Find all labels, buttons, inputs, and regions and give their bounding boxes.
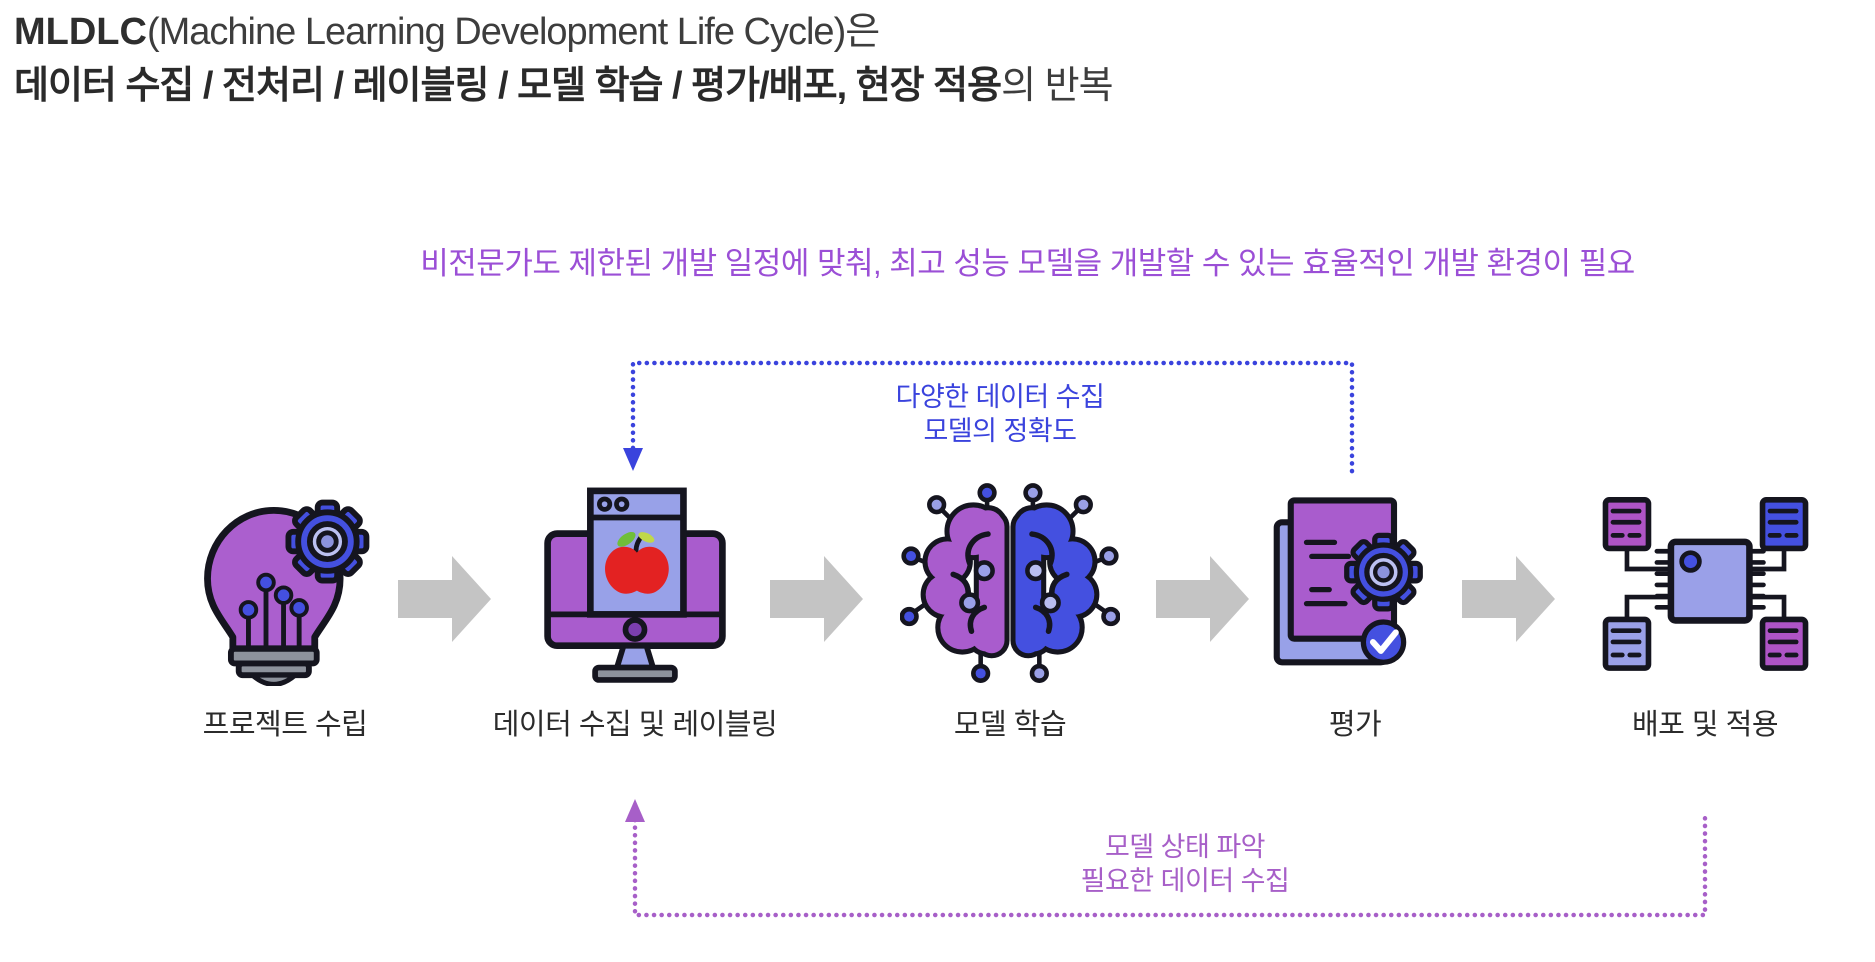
stage-evaluation: 평가: [1195, 476, 1515, 743]
feedback-bottom-line-1: 모델 상태 파악: [1104, 832, 1266, 862]
chip-network-icon: [1598, 476, 1813, 691]
feedback-loop-bottom-label: 모델 상태 파악 필요한 데이터 수집: [1000, 830, 1370, 898]
stage-label-deployment: 배포 및 적용: [1631, 709, 1779, 741]
title-acronym: MLDLC: [14, 11, 147, 53]
pipeline-suffix-text: 의 반복: [1001, 65, 1113, 107]
document-gear-check-icon: [1268, 476, 1443, 691]
title-line-2: 데이터 수집 / 전처리 / 레이블링 / 모델 학습 / 평가/배포, 현장 …: [14, 60, 1114, 112]
stage-deployment-application: 배포 및 적용: [1545, 476, 1865, 743]
stage-label-data-collection: 데이터 수집 및 레이블링: [492, 709, 778, 741]
flow-arrow-right-icon: [398, 556, 491, 642]
brain-circuit-icon: [900, 476, 1120, 691]
arrowhead-down-icon: [623, 448, 643, 471]
stage-data-collection-labeling: 데이터 수집 및 레이블링: [475, 476, 795, 743]
flow-arrow-right-icon: [1156, 556, 1249, 642]
stage-label-project-setup: 프로젝트 수립: [202, 709, 368, 741]
feedback-loop-top-arrow: [623, 360, 1355, 481]
stage-project-setup: 프로젝트 수립: [125, 476, 445, 743]
monitor-apple-icon: [540, 476, 730, 691]
feedback-bottom-line-2: 필요한 데이터 수집: [1080, 866, 1290, 896]
stage-label-model-training: 모델 학습: [953, 709, 1067, 741]
callout-text: 비전문가도 제한된 개발 일정에 맞춰, 최고 성능 모델을 개발할 수 있는 …: [420, 246, 1635, 281]
title-expansion: (Machine Learning Development Life Cycle…: [146, 11, 880, 53]
stage-label-evaluation: 평가: [1328, 709, 1382, 741]
feedback-top-line-2: 모델의 정확도: [923, 416, 1077, 446]
flow-arrow-right-icon: [1462, 556, 1555, 642]
feedback-loop-top-label: 다양한 데이터 수집 모델의 정확도: [810, 380, 1190, 448]
arrowhead-up-icon: [625, 799, 645, 822]
feedback-top-line-1: 다양한 데이터 수집: [895, 382, 1105, 412]
pipeline-steps-text: 데이터 수집 / 전처리 / 레이블링 / 모델 학습 / 평가/배포, 현장 …: [14, 65, 1002, 107]
page-header: MLDLC(Machine Learning Development Life …: [14, 4, 1114, 112]
title-line-1: MLDLC(Machine Learning Development Life …: [14, 4, 1113, 60]
flow-arrow-right-icon: [770, 556, 863, 642]
lightbulb-gear-icon: [188, 476, 383, 691]
feedback-loop-bottom-arrow: [625, 799, 1708, 918]
stage-model-training: 모델 학습: [850, 476, 1170, 743]
